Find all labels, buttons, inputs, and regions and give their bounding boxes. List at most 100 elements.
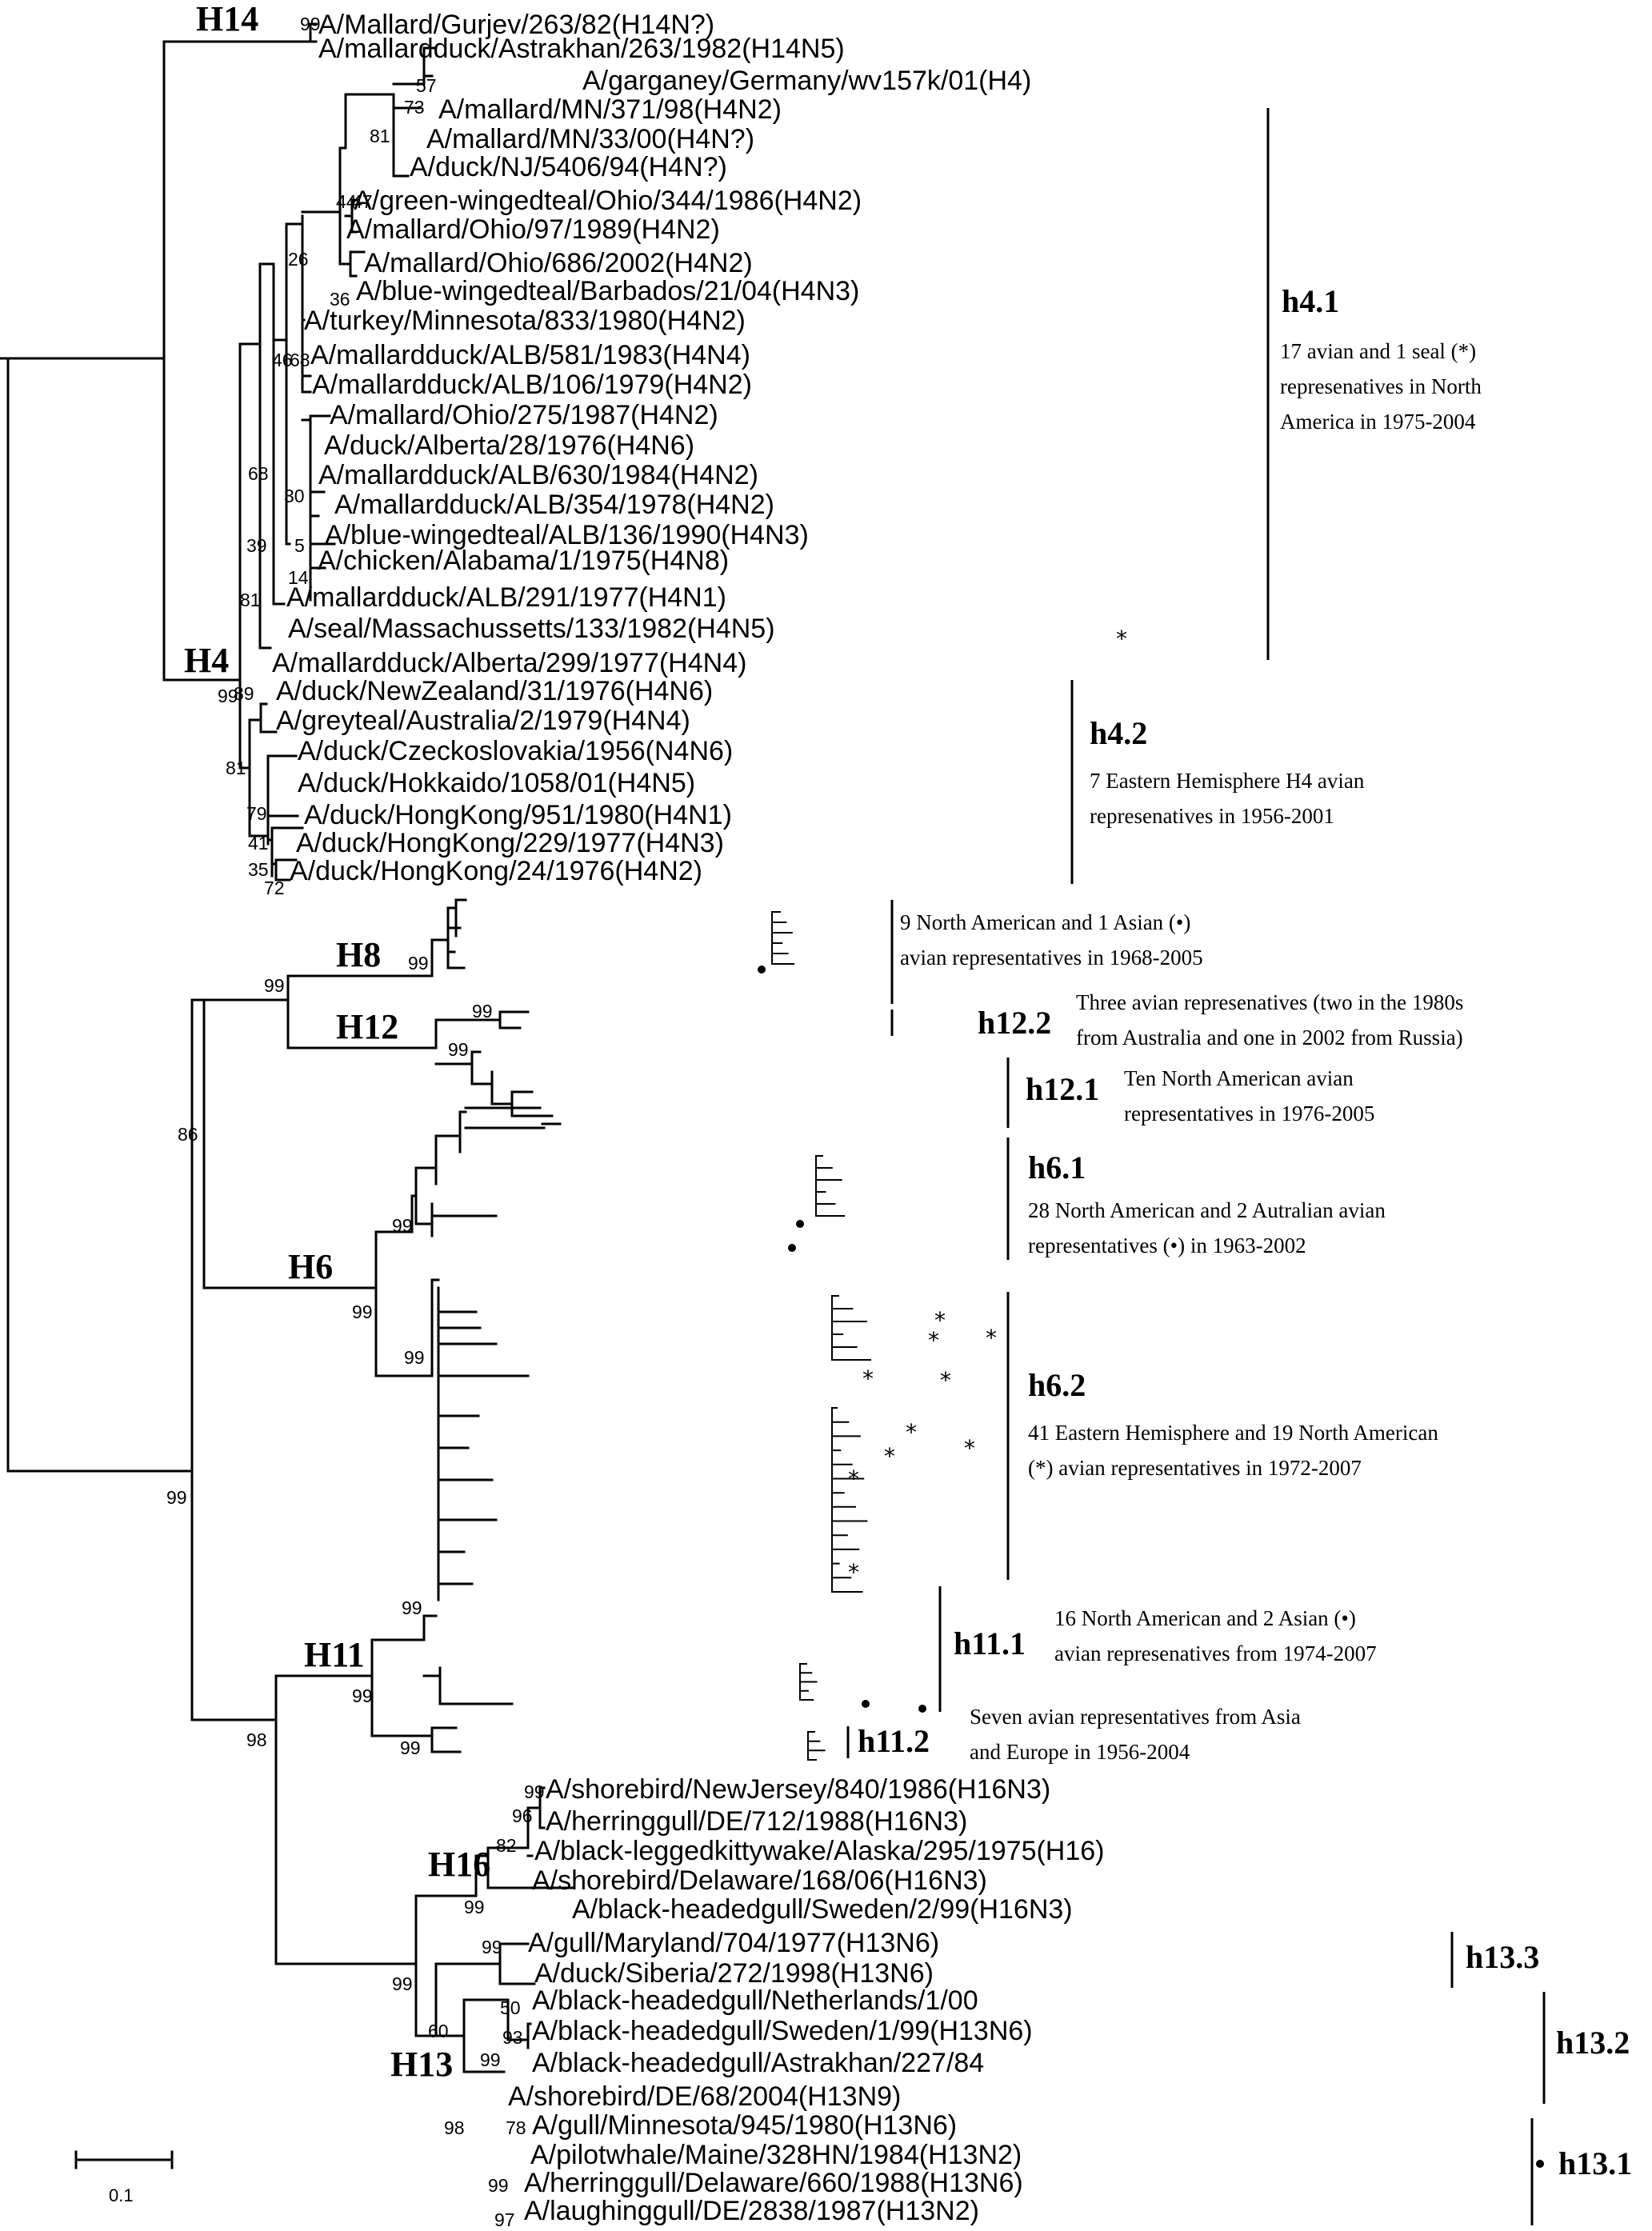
bootstrap-value: 99 <box>482 1937 502 1957</box>
bootstrap-value: 99 <box>352 1685 373 1706</box>
dot-marker <box>1536 2160 1544 2168</box>
taxon-label: A/duck/Hokkaido/1058/01(H4N5) <box>298 768 695 798</box>
bootstrap-value: 99 <box>404 1347 425 1368</box>
bootstrap-value: 46 <box>272 350 293 370</box>
bootstrap-value: 14 <box>288 567 309 588</box>
taxon-label: A/herringgull/DE/712/1988(H16N3) <box>546 1806 967 1837</box>
taxon-label: A/mallard/Ohio/275/1987(H4N2) <box>330 400 718 430</box>
bootstrap-value: 78 <box>506 2117 526 2138</box>
bootstrap-value: 99 <box>480 2049 501 2070</box>
bootstrap-value: 79 <box>246 803 267 824</box>
note-h6-2-line-2: (*) avian representatives in 1972-2007 <box>1028 1456 1362 1480</box>
bootstrap-value: 89 <box>234 683 254 704</box>
bootstrap-value: 99 <box>448 1039 469 1060</box>
bootstrap-value: 68 <box>248 463 269 484</box>
bootstrap-value: 81 <box>226 758 246 778</box>
taxon-label: A/duck/Czeckoslovakia/1956(N4N6) <box>298 736 733 766</box>
twig-ladder <box>799 1663 818 1701</box>
bootstrap-value: 98 <box>246 1729 267 1750</box>
note-h12-2-line-2: from Australia and one in 2002 from Russ… <box>1076 1026 1463 1050</box>
taxon-label: A/gull/Minnesota/945/1980(H13N6) <box>532 2110 957 2141</box>
dot-marker <box>796 1220 804 1228</box>
subtype-label-h12: H12 <box>336 1007 398 1046</box>
taxon-label: A/garganey/Germany/wv157k/01(H4) <box>582 66 1031 96</box>
note-h11-1-line-1: 16 North American and 2 Asian (•) <box>1054 1606 1356 1630</box>
tip-markers: * * * * * * * * * * * <box>758 626 1544 2168</box>
taxon-label: A/duck/NewZealand/31/1976(H4N6) <box>276 676 713 706</box>
taxon-label: A/mallardduck/ALB/354/1978(H4N2) <box>334 490 774 520</box>
bootstrap-value: 81 <box>370 126 390 146</box>
note-h12-2-line-1: Three avian represenatives (two in the 1… <box>1076 990 1463 1014</box>
bootstrap-value: 86 <box>178 1124 198 1145</box>
bootstrap-value: 57 <box>416 75 437 96</box>
bootstrap-value: 99 <box>218 686 238 706</box>
tip-labels: A/Mallard/Gurjev/263/82(H14N?) A/mallard… <box>272 10 1105 2226</box>
taxon-label: A/mallardduck/ALB/291/1977(H4N1) <box>286 582 726 613</box>
asterisk-marker: * <box>986 1325 997 1351</box>
note-h11-2-line-1: Seven avian representatives from Asia <box>970 1705 1301 1729</box>
clade-label-h12-1: h12.1 <box>1026 1071 1099 1107</box>
bootstrap-value: 44 <box>336 191 357 212</box>
taxon-label: A/duck/Siberia/272/1998(H13N6) <box>534 1958 934 1989</box>
taxon-label: A/duck/Alberta/28/1976(H4N6) <box>324 430 694 461</box>
bootstrap-value: 99 <box>400 1737 421 1758</box>
bootstrap-value: 47 <box>352 191 373 212</box>
taxon-label: A/shorebird/NewJersey/840/1986(H16N3) <box>546 1774 1050 1805</box>
taxon-label: A/gull/Maryland/704/1977(H13N6) <box>528 1928 939 1958</box>
taxon-label: A/seal/Massachussetts/133/1982(H4N5) <box>288 614 775 644</box>
note-h11-2-line-2: and Europe in 1956-2004 <box>970 1740 1190 1764</box>
taxon-label: A/blue-wingedteal/Barbados/21/04(H4N3) <box>356 276 859 306</box>
asterisk-marker: * <box>940 1367 951 1393</box>
tree-branches <box>0 22 574 2073</box>
subtype-label-h4: H4 <box>184 641 229 680</box>
taxon-label: A/black-headedgull/Sweden/1/99(H13N6) <box>532 2016 1033 2046</box>
taxon-label: A/mallard/MN/33/00(H4N?) <box>426 124 754 154</box>
bootstrap-value: 99 <box>166 1487 187 1508</box>
bootstrap-value: 81 <box>240 590 261 610</box>
taxon-label: A/mallardduck/ALB/106/1979(H4N2) <box>312 370 752 400</box>
asterisk-marker: * <box>906 1419 917 1445</box>
note-h6-2-line-1: 41 Eastern Hemisphere and 19 North Ameri… <box>1028 1421 1438 1445</box>
bootstrap-value: 97 <box>494 2209 515 2230</box>
twig-ladder <box>807 1731 826 1761</box>
twig-ladder <box>815 1155 846 1217</box>
bootstrap-value: 36 <box>330 289 350 310</box>
dot-marker <box>918 1705 926 1713</box>
clade-label-h13-2: h13.2 <box>1556 2025 1630 2061</box>
dot-marker <box>862 1700 870 1708</box>
taxon-label: A/herringgull/Delaware/660/1988(H13N6) <box>524 2168 1023 2198</box>
taxon-label: A/mallardduck/ALB/630/1984(H4N2) <box>318 460 758 490</box>
bootstrap-value: 93 <box>502 2027 523 2048</box>
note-h6-1-line-1: 28 North American and 2 Autralian avian <box>1028 1198 1386 1222</box>
bootstrap-value: 5 <box>294 535 305 556</box>
subtype-labels: H14 H4 H8 H12 H6 H11 H16 H13 <box>184 0 490 2084</box>
note-h6-1-line-2: representatives (•) in 1963-2002 <box>1028 1233 1306 1257</box>
clade-label-h13-3: h13.3 <box>1466 1939 1539 1975</box>
bootstrap-value: 73 <box>404 97 425 118</box>
subtype-label-h8: H8 <box>336 935 381 974</box>
bootstrap-value: 39 <box>246 535 267 556</box>
taxon-label: A/shorebird/Delaware/168/06(H16N3) <box>532 1865 987 1896</box>
taxon-label: A/duck/HongKong/229/1977(H4N3) <box>296 828 724 858</box>
bootstrap-value: 60 <box>428 2021 449 2041</box>
bootstrap-value: 26 <box>288 249 309 270</box>
taxon-label: A/mallard/MN/371/98(H4N2) <box>438 94 782 125</box>
taxon-label: A/duck/HongKong/951/1980(H4N1) <box>304 800 732 830</box>
bootstrap-value: 99 <box>472 1001 493 1022</box>
taxon-label: A/duck/NJ/5406/94(H4N?) <box>410 152 727 182</box>
subtype-label-h6: H6 <box>288 1247 333 1286</box>
taxon-label: A/black-headedgull/Astrakhan/227/84 <box>532 2048 984 2078</box>
clade-notes: 17 avian and 1 seal (*) represenatives i… <box>900 339 1482 1764</box>
note-h8-line-2: avian representatives in 1968-2005 <box>900 946 1203 970</box>
note-h4-1-line-2: represenatives in North <box>1280 374 1482 398</box>
dot-marker <box>758 966 766 974</box>
note-h4-2-line-2: represenatives in 1956-2001 <box>1090 804 1334 828</box>
bootstrap-value: 35 <box>248 859 269 880</box>
asterisk-marker: * <box>862 1365 874 1392</box>
scale-bar-label: 0.1 <box>109 2185 134 2205</box>
clade-label-h4-2: h4.2 <box>1090 715 1147 751</box>
asterisk-marker: * <box>848 1559 859 1585</box>
taxon-label: A/greyteal/Australia/2/1979(H4N4) <box>276 706 690 736</box>
clade-label-h13-1: h13.1 <box>1558 2145 1632 2181</box>
clade-label-h6-1: h6.1 <box>1028 1149 1086 1185</box>
